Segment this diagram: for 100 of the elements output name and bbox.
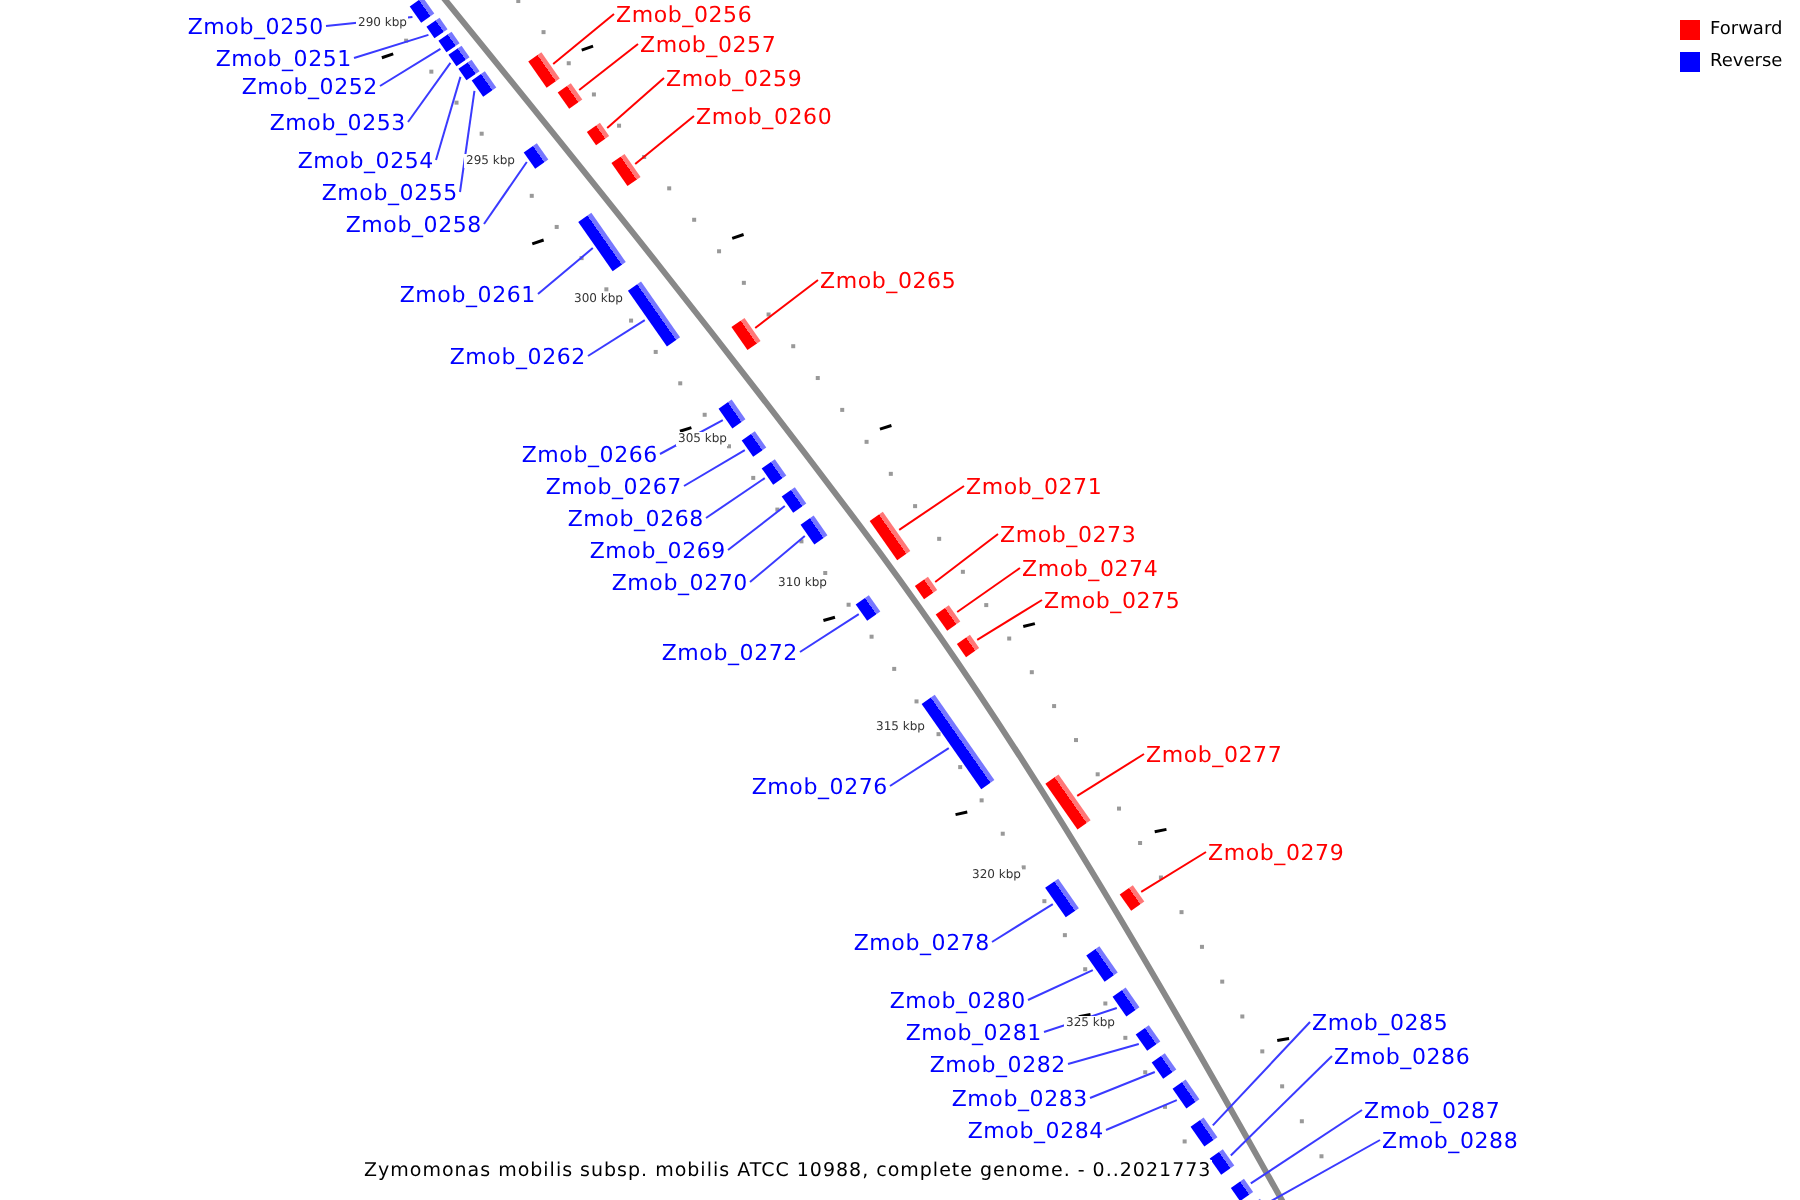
gene-arrow-block	[1190, 1117, 1218, 1147]
leader-line	[587, 319, 646, 357]
gene-label: Zmob_0275	[1044, 587, 1181, 613]
gene-arrow-block	[781, 486, 807, 513]
gene-label: Zmob_0285	[1312, 1009, 1449, 1035]
gene-label: Zmob_0269	[589, 537, 726, 563]
gene-label: Zmob_0256	[616, 1, 753, 27]
gene-arrow-block	[438, 32, 460, 53]
leader-line	[1076, 753, 1145, 797]
gene-arrow-block	[471, 71, 496, 98]
gene-label: Zmob_0255	[321, 179, 458, 205]
gene-label: Zmob_0286	[1334, 1043, 1471, 1069]
leader-line	[1089, 1071, 1156, 1099]
gene-label: Zmob_0274	[1022, 555, 1159, 581]
leader-line	[407, 61, 452, 123]
leader-line	[889, 747, 950, 787]
leader-line	[799, 613, 860, 653]
gene-arrow-block	[448, 46, 470, 67]
gene-arrow-block	[1112, 987, 1140, 1017]
gene-label: Zmob_0268	[567, 505, 704, 531]
caption: Zymomonas mobilis subsp. mobilis ATCC 10988, complete genome. - 0..2021773	[364, 1160, 1212, 1182]
gene-arrow-block	[731, 318, 761, 351]
gene-arrow-block	[458, 60, 480, 81]
gene-arrow-block	[855, 594, 881, 621]
leader-line	[683, 449, 746, 487]
leader-line	[956, 567, 1021, 613]
gene-arrow-block	[741, 430, 767, 457]
leader-line	[1229, 1055, 1333, 1157]
gene-label: Zmob_0266	[521, 441, 658, 467]
leader-line	[483, 161, 528, 225]
gene-arrow-block	[718, 399, 746, 429]
gene-label: Zmob_0254	[297, 147, 434, 173]
gene-label: Zmob_0262	[449, 343, 586, 369]
gene-arrow-block	[957, 635, 980, 658]
leader-line	[898, 485, 965, 531]
leader-line	[435, 75, 462, 161]
gene-arrow-block	[409, 0, 434, 24]
gene-label: Zmob_0251	[215, 45, 352, 71]
gene-label: Zmob_0250	[187, 13, 324, 39]
gene-label: Zmob_0259	[666, 65, 803, 91]
gene-arrow-block	[1172, 1079, 1200, 1109]
gene-label: Zmob_0253	[269, 109, 406, 135]
leader-line	[459, 89, 476, 193]
leader-line	[353, 33, 430, 59]
gene-arrow-block	[1135, 1024, 1161, 1051]
gene-label: Zmob_0252	[241, 73, 378, 99]
gene-label: Zmob_0282	[929, 1051, 1066, 1077]
gene-arrow-block	[426, 18, 448, 39]
gene-arrow-block	[578, 212, 626, 271]
leader-line	[537, 247, 594, 295]
leader-line	[1105, 1099, 1178, 1131]
leader-line	[727, 505, 786, 551]
gene-label: Zmob_0276	[751, 773, 888, 799]
gene-label: Zmob_0280	[889, 987, 1026, 1013]
leader-line	[1027, 969, 1094, 1001]
legend-label: Forward	[1710, 19, 1783, 41]
gene-arrow-block	[1230, 1178, 1253, 1200]
gene-label: Zmob_0279	[1208, 839, 1345, 865]
leader-line	[976, 599, 1043, 641]
leader-line	[749, 535, 806, 583]
gene-label: Zmob_0281	[905, 1019, 1042, 1045]
gene-label: Zmob_0270	[611, 569, 748, 595]
gene-arrow-block	[869, 512, 911, 561]
leader-line	[754, 279, 819, 329]
gene-label: Zmob_0272	[661, 639, 798, 665]
gene-label: Zmob_0260	[696, 103, 833, 129]
gene-label: Zmob_0271	[966, 473, 1103, 499]
gene-label: Zmob_0265	[820, 267, 957, 293]
gene-label: Zmob_0283	[951, 1085, 1088, 1111]
leader-line	[578, 43, 639, 91]
leader-line	[634, 115, 695, 165]
gene-arrow-block	[1209, 1148, 1235, 1175]
gene-arrow-block	[587, 123, 610, 146]
leader-line	[552, 13, 615, 65]
gene-arrow-block	[761, 458, 787, 485]
gene-arrow-block	[915, 577, 938, 600]
leader-line	[991, 903, 1054, 943]
leader-line	[934, 533, 999, 583]
gene-label: Zmob_0257	[640, 31, 777, 57]
leader-line	[1249, 1109, 1363, 1185]
gene-arrow-block	[557, 83, 583, 110]
gene-label: Zmob_0278	[853, 929, 990, 955]
gene-label: Zmob_0277	[1146, 741, 1283, 767]
legend-label: Reverse	[1710, 51, 1783, 73]
leader-line	[606, 77, 665, 129]
gene-label: Zmob_0273	[1000, 521, 1137, 547]
gene-label: Zmob_0267	[545, 473, 682, 499]
leader-line	[1140, 851, 1207, 893]
leader-line	[1067, 1043, 1140, 1065]
gene-arrow-block	[528, 52, 560, 88]
gene-arrow-block	[1119, 885, 1145, 912]
gene-arrow-block	[800, 515, 828, 545]
leader-line	[379, 47, 442, 87]
gene-label: Zmob_0258	[345, 211, 482, 237]
gene-label: Zmob_0284	[967, 1117, 1104, 1143]
gene-label: Zmob_0261	[399, 281, 536, 307]
gene-arrow-block	[935, 605, 961, 632]
leader-line	[1211, 1021, 1311, 1127]
gene-arrow-block	[1151, 1052, 1177, 1079]
gene-label: Zmob_0288	[1382, 1127, 1519, 1153]
